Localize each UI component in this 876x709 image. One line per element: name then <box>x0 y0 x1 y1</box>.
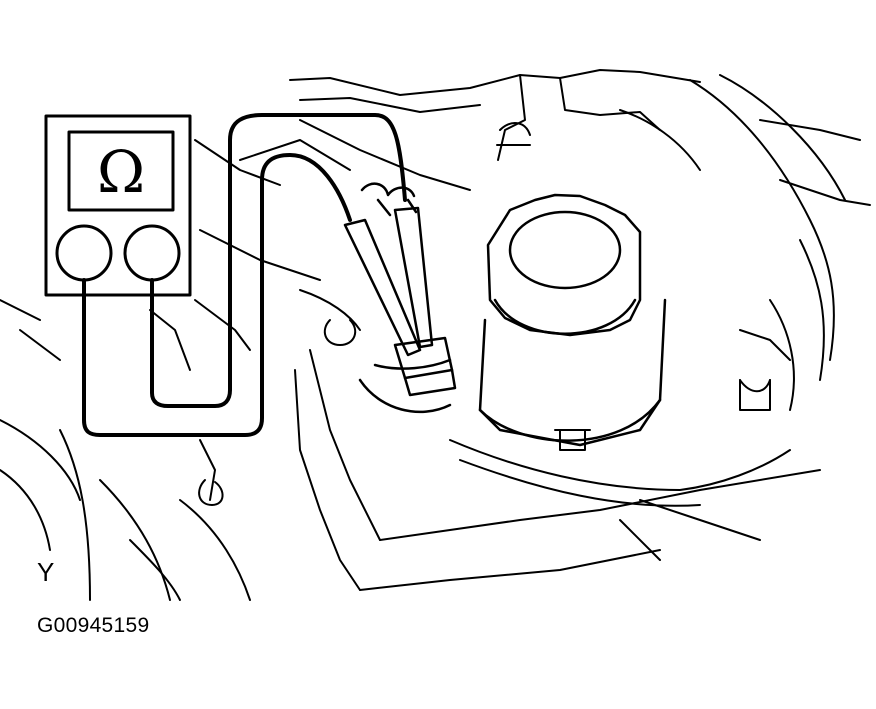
lead-black <box>82 153 352 437</box>
reservoir-cap-icon <box>478 193 667 447</box>
engine-background-lines <box>0 69 871 601</box>
lead-red <box>150 113 407 408</box>
figure-code-label: G00945159 <box>37 614 150 637</box>
test-leads <box>82 113 407 437</box>
sensor-connector-icon <box>358 336 457 414</box>
ohm-symbol: Ω <box>96 138 146 206</box>
test-probe-icon <box>343 182 434 357</box>
view-letter-label: Y <box>37 557 55 587</box>
